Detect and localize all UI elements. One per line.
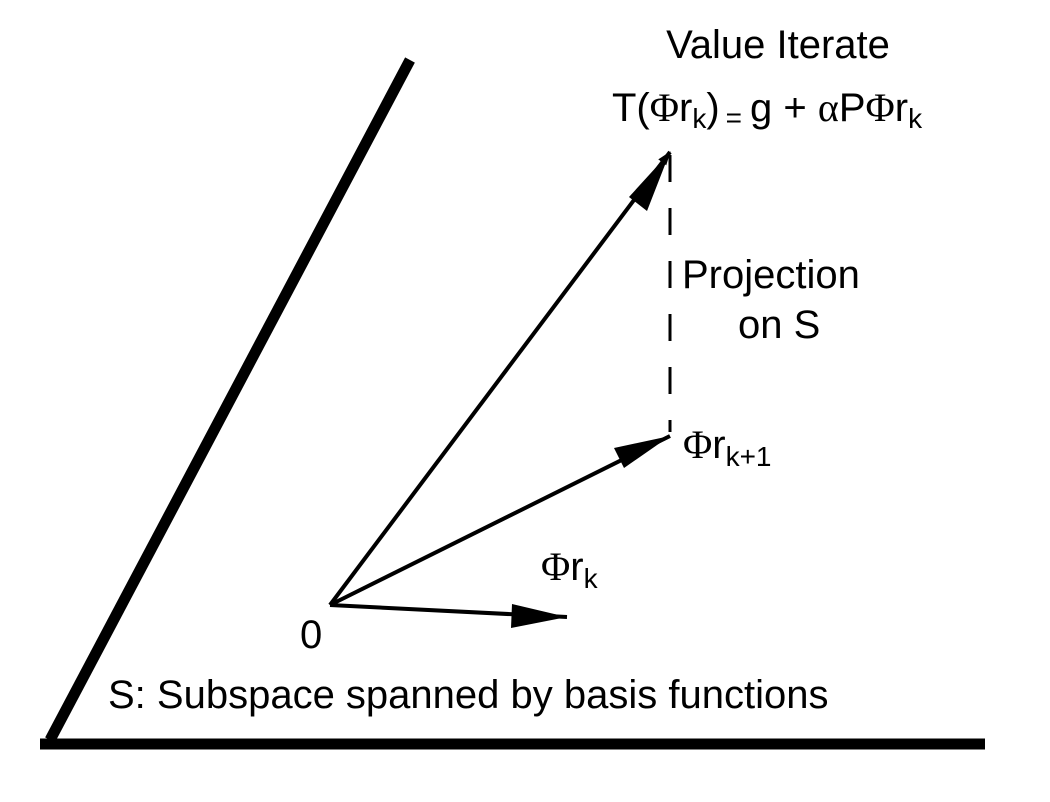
subspace-boundary-diagonal <box>45 57 415 743</box>
value-iterate-title: Value Iterate <box>666 23 890 67</box>
value-iterate-arrowhead <box>629 152 670 211</box>
subspace-caption: S: Subspace spanned by basis functions <box>108 673 828 717</box>
phi-rk-plus-1-arrowhead <box>614 436 670 468</box>
projection-label-line1: Projection <box>682 253 860 297</box>
phi-rk-plus-1-vector <box>329 434 671 607</box>
phi-rk-label: Φrk <box>541 544 599 594</box>
value-iterate-vector <box>328 150 672 607</box>
projection-label-line2: on S <box>738 303 820 347</box>
phi-rk-plus-1-label: Φrk+1 <box>683 422 772 472</box>
value-iterate-equation: T(Φrk)=g + αPΦrk <box>612 85 923 134</box>
origin-label: 0 <box>300 613 322 657</box>
phi-rk-arrowhead <box>511 604 567 628</box>
